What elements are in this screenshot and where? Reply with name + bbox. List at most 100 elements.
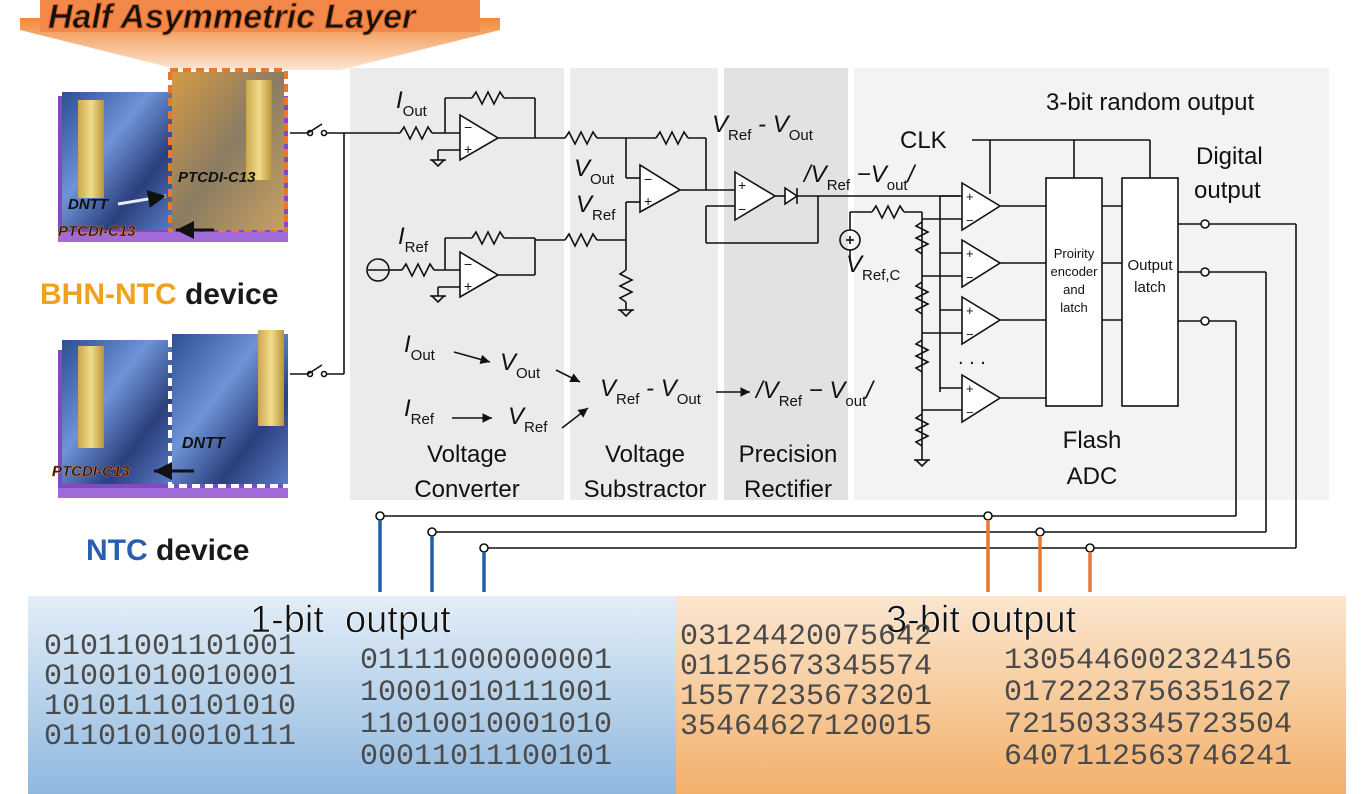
random-output-label: 3-bit random output bbox=[1046, 89, 1254, 116]
svg-text:7215033345723504: 7215033345723504 bbox=[1004, 708, 1292, 742]
svg-text:11010010001010: 11010010001010 bbox=[360, 708, 612, 742]
svg-text:+: + bbox=[464, 141, 472, 157]
voltage-converter-panel bbox=[350, 68, 564, 500]
svg-text:latch: latch bbox=[1060, 300, 1087, 315]
input-switches bbox=[290, 123, 400, 378]
priority-encoder-label: Proirity encoder and latch bbox=[1051, 246, 1099, 315]
svg-text:10001010111001: 10001010111001 bbox=[360, 676, 612, 710]
svg-text:+: + bbox=[966, 246, 974, 261]
one-bit-title: 1-bit output bbox=[250, 599, 451, 641]
svg-text:Voltage: Voltage bbox=[427, 441, 507, 468]
output-latch-block bbox=[1121, 177, 1179, 407]
bit-taps bbox=[378, 520, 1092, 592]
svg-text:10101110101010: 10101110101010 bbox=[44, 690, 296, 724]
flow-diff: VRef - VOut bbox=[600, 375, 702, 408]
iout-label: IOut bbox=[396, 87, 428, 120]
svg-text:Proirity: Proirity bbox=[1054, 246, 1095, 261]
three-bit-left-rows: 03124420075642 01125673345574 1557723567… bbox=[680, 620, 932, 744]
ntc-device bbox=[58, 330, 292, 498]
digital-output-label-2: output bbox=[1194, 177, 1261, 204]
ntc-device-label: NTC device bbox=[86, 534, 249, 567]
svg-text:0172223756351627: 0172223756351627 bbox=[1004, 676, 1292, 710]
svg-text:+: + bbox=[966, 189, 974, 204]
banner-title: Half Asymmetric Layer bbox=[48, 0, 417, 36]
three-bit-panel bbox=[676, 596, 1346, 794]
clk-label: CLK bbox=[900, 127, 947, 154]
svg-text:+: + bbox=[966, 303, 974, 318]
svg-text:01111000000001: 01111000000001 bbox=[360, 644, 612, 678]
opamp-signs: −+ −+ bbox=[464, 119, 472, 294]
svg-text:01125673345574: 01125673345574 bbox=[680, 650, 932, 684]
svg-text:01011001101001: 01011001101001 bbox=[44, 630, 296, 664]
one-bit-right-rows: 01111000000001 10001010111001 1101001000… bbox=[360, 644, 612, 774]
svg-text:01001010010001: 01001010010001 bbox=[44, 660, 296, 694]
svg-text:−: − bbox=[966, 270, 974, 285]
svg-text:ADC: ADC bbox=[1067, 463, 1118, 490]
svg-text:+: + bbox=[464, 278, 472, 294]
bhn-dntt-label: DNTT bbox=[68, 196, 110, 213]
flow-arrow-4 bbox=[561, 407, 589, 429]
svg-text:−: − bbox=[966, 213, 974, 228]
svg-text:6407112563746241: 6407112563746241 bbox=[1004, 740, 1292, 774]
flow-arrow-1 bbox=[453, 351, 491, 365]
output-latch-label: Output latch bbox=[1127, 257, 1173, 296]
svg-text:latch: latch bbox=[1134, 279, 1166, 296]
comparator-signs: + − + − + − + − bbox=[966, 189, 974, 420]
svg-text:+: + bbox=[644, 193, 652, 209]
diff-label: VRef - VOut bbox=[712, 111, 814, 144]
svg-text:−: − bbox=[464, 119, 472, 135]
voltage-subtractor-panel bbox=[570, 68, 718, 500]
one-bit-panel bbox=[28, 596, 676, 794]
ntc-dntt-label: DNTT bbox=[182, 435, 226, 452]
svg-text:03124420075642: 03124420075642 bbox=[680, 620, 932, 654]
svg-text:−: − bbox=[738, 201, 746, 217]
priority-encoder-block bbox=[1045, 177, 1103, 407]
svg-text:15577235673201: 15577235673201 bbox=[680, 680, 932, 714]
svg-text:00011011100101: 00011011100101 bbox=[360, 740, 612, 774]
svg-text:Converter: Converter bbox=[414, 476, 519, 503]
bhn-ntc-device bbox=[58, 68, 288, 242]
subtractor-signs: −+ bbox=[644, 171, 652, 209]
comparator-dots: . . . bbox=[958, 347, 986, 369]
flow-iref: IRef bbox=[404, 395, 435, 428]
vrefc-label: VRef,C bbox=[846, 251, 901, 284]
stage-labels: Voltage Converter Voltage Substractor Pr… bbox=[414, 441, 837, 503]
flow-iout: IOut bbox=[404, 331, 436, 364]
rectifier-circuit bbox=[705, 170, 960, 244]
converter-circuit bbox=[366, 90, 536, 304]
svg-text:Rectifier: Rectifier bbox=[744, 476, 832, 503]
bhn-dntt-arrow bbox=[117, 190, 167, 208]
svg-text:01101010010111: 01101010010111 bbox=[44, 720, 296, 754]
svg-text:35464627120015: 35464627120015 bbox=[680, 710, 932, 744]
svg-text:Substractor: Substractor bbox=[584, 476, 707, 503]
svg-text:Voltage: Voltage bbox=[605, 441, 685, 468]
subtractor-circuit bbox=[535, 130, 735, 318]
flow-abs: /VRef − Vout/ bbox=[754, 377, 875, 410]
svg-text:−: − bbox=[966, 327, 974, 342]
svg-text:and: and bbox=[1063, 282, 1085, 297]
svg-text:−: − bbox=[966, 405, 974, 420]
abs-label: /VRef −Vout/ bbox=[802, 161, 917, 194]
flash-adc-label: Flash ADC bbox=[1063, 427, 1122, 490]
vout-label: VOut bbox=[574, 155, 615, 188]
svg-text:−: − bbox=[644, 171, 652, 187]
bhn-ptcdi-upper-label: PTCDI-C13 bbox=[178, 169, 256, 186]
three-bit-right-rows: 1305446002324156 0172223756351627 721503… bbox=[1004, 644, 1292, 774]
svg-text:+: + bbox=[966, 381, 974, 396]
svg-text:Output: Output bbox=[1127, 257, 1173, 274]
svg-text:encoder: encoder bbox=[1051, 264, 1099, 279]
three-bit-title: 3-bit output bbox=[886, 599, 1077, 641]
bhn-ptcdi-lower-label: PTCDI-C13 bbox=[58, 223, 136, 240]
rectifier-signs: +− bbox=[738, 177, 746, 217]
bhn-ntc-device-label: BHN-NTC device bbox=[40, 278, 278, 311]
svg-text:Flash: Flash bbox=[1063, 427, 1122, 454]
ntc-ptcdi-label: PTCDI-C13 bbox=[52, 463, 130, 480]
banner-bar bbox=[40, 0, 480, 32]
vref-label: VRef bbox=[576, 191, 616, 224]
svg-text:Precision: Precision bbox=[739, 441, 838, 468]
precision-rectifier-panel bbox=[724, 68, 848, 500]
adc-comparators bbox=[839, 139, 1202, 468]
flow-arrow-3 bbox=[555, 369, 581, 383]
output-return-wires bbox=[375, 219, 1297, 553]
